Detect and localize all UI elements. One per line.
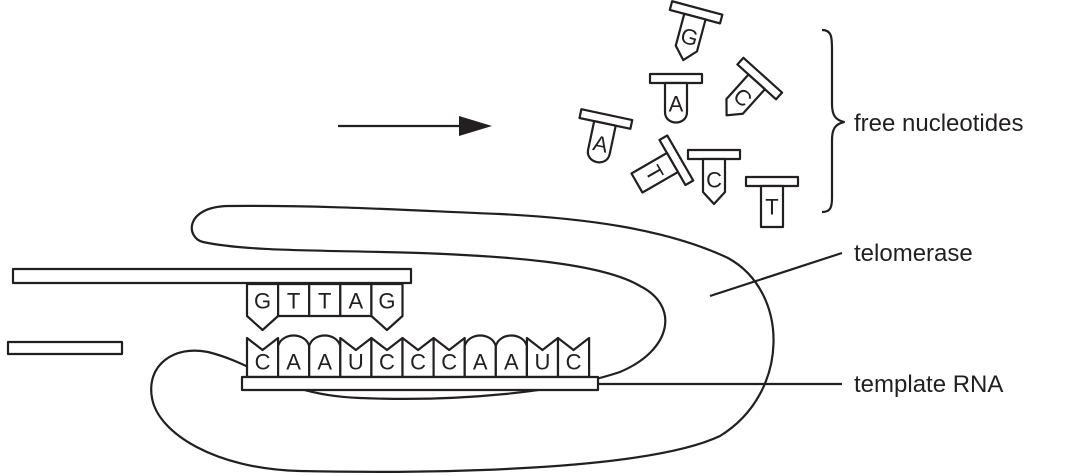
template-base-letter: A [317, 350, 332, 375]
free-nucleotide: C [725, 56, 784, 117]
template-base-letter: A [286, 350, 301, 375]
nucleotide-body [725, 73, 766, 117]
nucleotide-cap [686, 148, 742, 161]
template-base-letter: U [535, 350, 551, 375]
template-base-letter: C [566, 350, 582, 375]
free-nucleotide: G [668, 0, 724, 62]
template-base-letter: C [410, 350, 426, 375]
template-rna-label: template RNA [854, 371, 1003, 398]
template-base-letter: C [255, 350, 271, 375]
dna-base-letter: T [318, 289, 331, 314]
telomerase-enzyme [150, 204, 775, 473]
free-nucleotide: C [686, 148, 742, 206]
nucleotide-body [674, 12, 707, 62]
template-base-letter: U [348, 350, 364, 375]
dna-base-shape [370, 282, 404, 332]
dna-base-shape [245, 282, 280, 332]
template-rna-bar [240, 375, 600, 392]
nucleotide-body [630, 151, 680, 194]
free-nucleotide-letter: C [706, 168, 722, 193]
free-nucleotide-letter: G [678, 23, 701, 52]
arrow-head [459, 116, 492, 136]
nucleotide-body [587, 120, 617, 164]
template-base-letter: C [441, 350, 457, 375]
nucleotide-body [701, 157, 727, 206]
dna-base-letter: A [349, 289, 364, 314]
nucleotide-cap [648, 72, 704, 85]
free-nucleotide: T [630, 134, 695, 194]
telomerase-label: telomerase [854, 240, 973, 267]
nucleotide-body [663, 81, 689, 124]
dna-bottom-strand [6, 340, 124, 356]
nucleotide-body [759, 184, 785, 229]
dna-base-letter: T [287, 289, 300, 314]
telomerase-pointer-line [709, 251, 843, 298]
dna-base-letter: G [254, 289, 271, 314]
free-nucleotide-letter: A [669, 92, 684, 117]
free-nucleotides-brace [821, 28, 846, 214]
free-nucleotide: T [744, 175, 800, 229]
free-nucleotide: A [578, 108, 634, 164]
template-base-letter: A [473, 350, 488, 375]
dna-top-strand [11, 267, 413, 285]
free-nucleotide-letter: A [591, 130, 611, 158]
free-nucleotides-label: free nucleotides [854, 110, 1023, 137]
free-nucleotide-letter: T [765, 195, 778, 220]
free-nucleotide: A [648, 72, 704, 124]
dna-base-letter: G [378, 289, 395, 314]
template-base-letter: C [379, 350, 395, 375]
nucleotide-cap [744, 175, 800, 188]
template-base-letter: A [504, 350, 519, 375]
